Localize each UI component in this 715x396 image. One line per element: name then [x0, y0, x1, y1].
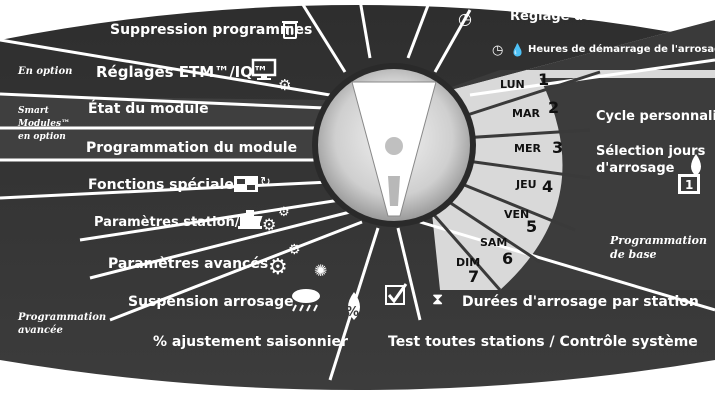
day-name: DIM	[456, 256, 480, 269]
day-number: 3	[552, 138, 563, 157]
note-programmation: Programmation	[17, 312, 106, 323]
note-programmation-base: Programmation	[609, 234, 707, 247]
hourglass-icon: ⧗	[432, 289, 443, 308]
note-modules: Modules™	[17, 119, 70, 129]
special-features-icon	[234, 176, 258, 192]
dial-rays	[0, 0, 715, 380]
checkbox-icon	[385, 283, 408, 305]
label-etat-du-module[interactable]: État du module	[88, 100, 209, 117]
note-smart: Smart	[18, 106, 50, 116]
label-suppression-programmes[interactable]: Suppression programmes	[110, 22, 312, 38]
note-avancee: avancée	[18, 325, 63, 336]
day-jeu[interactable]: JEU 4	[515, 177, 553, 196]
day-number: 6	[502, 249, 513, 268]
day-mer[interactable]: MER 3	[514, 138, 563, 157]
day-dim[interactable]: DIM 7	[456, 256, 480, 286]
label-parametres-avances[interactable]: Paramètres avancés	[108, 256, 268, 272]
gear-icon: ⚙	[262, 215, 276, 234]
label-ajustement-saisonnier[interactable]: % ajustement saisonnier	[153, 334, 348, 350]
clock-icon: ◷	[492, 43, 503, 58]
label-d-arrosage: d'arrosage	[596, 161, 675, 176]
gear-icon: ⚙	[268, 255, 288, 280]
label-suspension-arrosage[interactable]: Suspension arrosage	[128, 294, 294, 310]
dial-center-dot	[385, 137, 403, 155]
day-lun[interactable]: LUN 1	[500, 70, 549, 91]
label-durees-arrosage[interactable]: Durées d'arrosage par station	[462, 294, 699, 310]
gear-small-icon: ⚙	[278, 205, 290, 220]
label-selection-jours[interactable]: Sélection jours	[596, 144, 706, 159]
trash-icon	[282, 21, 298, 39]
water-drop-icon: 💧	[510, 43, 525, 57]
svg-text:%: %	[346, 305, 359, 320]
refresh-icon: ↻	[260, 175, 271, 190]
monitor-icon	[251, 58, 277, 80]
right-top-band	[420, 20, 715, 98]
label-reglage-heure[interactable]: Réglage de l'heure actuelle	[510, 9, 711, 24]
label-fonctions-speciales[interactable]: Fonctions spéciales	[88, 177, 242, 193]
day-name: LUN	[500, 78, 525, 91]
day-name: MER	[514, 142, 541, 155]
day-sam[interactable]: SAM 6	[480, 236, 513, 268]
day-separators	[426, 70, 601, 291]
svg-text:1: 1	[685, 178, 693, 192]
day-name: MAR	[512, 107, 540, 120]
day-number: 1	[538, 70, 549, 89]
day-name: JEU	[515, 178, 537, 191]
gear-icon: ⚙	[278, 76, 291, 94]
percent-drop-icon: %	[346, 292, 360, 320]
pump-icon	[238, 210, 262, 229]
sun-icon: ✺	[314, 261, 327, 280]
label-parametres-station-mv[interactable]: Paramètres station/MV	[94, 215, 263, 230]
label-programme[interactable]: Programme	[574, 381, 659, 396]
day-mar[interactable]: MAR 2	[512, 98, 559, 120]
dial-indicator	[388, 176, 400, 206]
day-name: VEN	[504, 208, 529, 221]
day-number: 2	[548, 98, 559, 117]
note-de-base: de base	[610, 248, 657, 261]
rain-cloud-icon	[292, 289, 320, 312]
note-en-option-2: en option	[18, 132, 66, 142]
calendar-day-icon: 1	[678, 154, 701, 194]
right-basic-band	[500, 78, 715, 290]
day-number: 5	[526, 217, 537, 236]
label-reglages-etm-iq[interactable]: Réglages ETM™/IQ™	[96, 63, 268, 81]
label-test-stations[interactable]: Test toutes stations / Contrôle système	[388, 334, 698, 350]
label-cycle-personnalise[interactable]: Cycle personnalisé	[596, 109, 715, 124]
note-en-option: En option	[17, 66, 72, 77]
gear-small-icon: ⚙	[288, 242, 301, 258]
label-heures-demarrage[interactable]: Heures de démarrage de l'arrosage	[528, 43, 715, 55]
day-number: 7	[468, 267, 479, 286]
clock-icon: ◷	[458, 9, 472, 28]
day-name: SAM	[480, 236, 507, 249]
label-programmation-du-module[interactable]: Programmation du module	[86, 140, 297, 156]
day-number: 4	[542, 177, 553, 196]
day-ven[interactable]: VEN 5	[504, 208, 537, 236]
